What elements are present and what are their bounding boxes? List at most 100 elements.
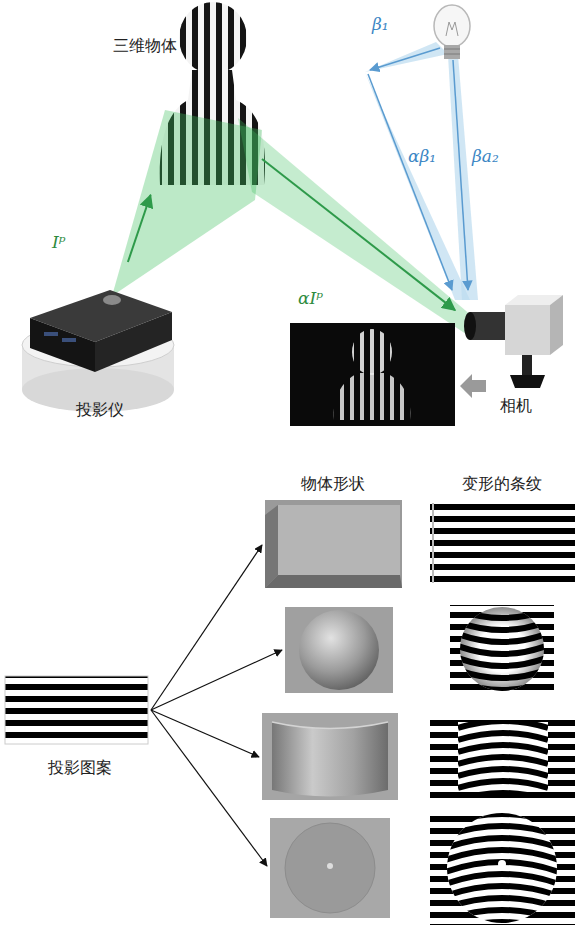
camera-part (550, 295, 563, 355)
node-label: 投影仪 (15, 400, 184, 419)
pattern-arrows-part (151, 710, 259, 757)
disk-fringes-part-part (445, 826, 559, 836)
projector-light-cone-part (238, 118, 472, 338)
cylinder-shape-part (262, 713, 398, 800)
captured-image-part (334, 373, 411, 420)
projector-part (30, 318, 95, 372)
disk-fringes-part-part (445, 898, 559, 908)
projector-light-cone (112, 110, 472, 338)
cylinder-fringes-part-part (458, 745, 548, 752)
projector (22, 290, 174, 412)
cylinder-fringes (430, 709, 575, 800)
cylinder-fringes-part (458, 722, 548, 792)
cylinder-shape (262, 713, 398, 800)
cylinder-shape-part (272, 722, 388, 729)
captured-image-part (352, 329, 392, 375)
node-label: 三维物体 (113, 36, 177, 55)
label-anchor: 物体形状 (283, 474, 383, 494)
ambient-light-beam-part (453, 60, 468, 290)
projector-light-cone-part (112, 110, 262, 296)
disk-shape-part (270, 818, 390, 918)
camera-part (505, 305, 550, 355)
camera-part (510, 375, 545, 388)
disk-fringes-part-part (445, 802, 559, 812)
object-node: 三维物体 (105, 0, 262, 195)
box-fringes-part (430, 503, 575, 583)
sphere-fringes-part-part (458, 694, 546, 702)
cylinder-fringes-part-part (458, 733, 548, 740)
light-symbol: β₁ (372, 14, 402, 34)
projector-part (62, 338, 76, 342)
sphere-shape (285, 607, 393, 693)
ambient-light-beam-part (448, 55, 478, 300)
pattern-arrows (151, 545, 282, 866)
sphere-shape-part (299, 610, 379, 690)
disk-fringes-part-part (445, 838, 559, 848)
node-label: 投影图案 (0, 758, 159, 777)
disk-fringes-part-part (445, 922, 559, 932)
pattern-arrows-part (151, 545, 262, 710)
column-heading: 变形的条纹 (447, 474, 557, 494)
beam-label: αIᵖ (298, 288, 323, 308)
disk-fringes (430, 802, 575, 932)
light-bulb-part (444, 54, 460, 55)
light-bulb-part (446, 22, 458, 36)
cylinder-fringes-part-part (458, 757, 548, 764)
projector-node: 投影仪 (15, 262, 184, 430)
projector-part (44, 332, 58, 336)
camera-part (464, 312, 476, 340)
box-shape-part (265, 500, 402, 588)
disk-fringes-part-part (445, 874, 559, 884)
cylinder-fringes-part (430, 715, 575, 800)
camera-part (522, 355, 532, 375)
box-shape (265, 500, 402, 588)
box-fringes (430, 503, 575, 583)
light-bulb (434, 5, 470, 59)
label-anchor: 变形的条纹 (447, 474, 557, 494)
sphere-fringes-part (460, 607, 544, 691)
ambient-light-beam-part (365, 42, 448, 72)
disk-shape-part (327, 863, 333, 869)
light-bulb-part (444, 49, 460, 50)
cylinder-fringes-part (458, 722, 548, 792)
disk-shape (270, 818, 390, 918)
beam-label: Iᵖ (52, 232, 66, 252)
edge-label-anchor: Iᵖ (52, 232, 66, 252)
cylinder-fringes-part-part (458, 769, 548, 776)
label-anchor: β₁ (372, 14, 402, 34)
light-beam-arrow (262, 159, 455, 310)
pattern-node: 投影图案 (0, 668, 159, 790)
pattern-arrows-part (151, 650, 282, 710)
column-heading: 物体形状 (283, 474, 383, 494)
light-bulb-part (434, 5, 470, 47)
light-symbol: αβ₁ (408, 146, 448, 166)
label-anchor: βa₂ (472, 146, 512, 166)
projection-pattern-part (5, 676, 148, 744)
projector-part (103, 295, 121, 305)
camera (464, 295, 563, 388)
sphere-fringes-part (450, 605, 554, 693)
captured-image (290, 323, 486, 426)
light-beam-arrow (128, 195, 151, 262)
cylinder-fringes-part-part (458, 722, 548, 728)
disk-fringes-part-part (445, 910, 559, 920)
box-shape-part (265, 575, 402, 588)
label-anchor: αβ₁ (408, 146, 448, 166)
disk-shape-part (285, 823, 375, 913)
cylinder-shape-part (272, 722, 388, 797)
bust-object-part (179, 2, 247, 74)
cylinder-fringes-part-part (458, 781, 548, 788)
node-label: 相机 (455, 396, 576, 415)
captured-image-part (290, 323, 455, 426)
disk-fringes-part-part (445, 886, 559, 896)
edge-label-anchor: αIᵖ (298, 288, 323, 308)
projector-part (95, 312, 172, 372)
box-fringes-part (432, 503, 434, 583)
disk-fringes-part-part (445, 850, 559, 860)
disk-fringes-part (445, 802, 559, 932)
ambient-light-beam-part (370, 48, 440, 70)
disk-fringes-part (498, 860, 506, 868)
